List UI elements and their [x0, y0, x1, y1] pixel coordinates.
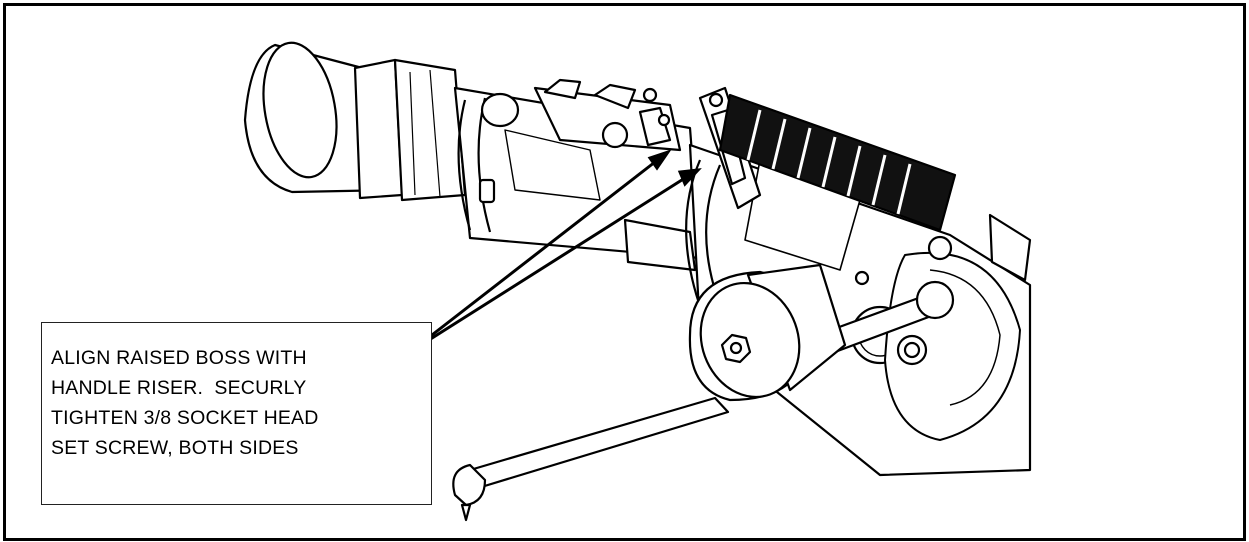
- callout-line-1: ALIGN RAISED BOSS WITH: [51, 347, 307, 369]
- callout-line-4: SET SCREW, BOTH SIDES: [51, 437, 299, 459]
- selector-knob: [688, 263, 847, 402]
- instruction-callout: ALIGN RAISED BOSS WITH HANDLE RISER. SEC…: [41, 322, 432, 505]
- callout-line-3: TIGHTEN 3/8 SOCKET HEAD: [51, 407, 319, 429]
- coupling-cylinder: [243, 41, 467, 202]
- callout-line-2: HANDLE RISER. SECURLY: [51, 377, 307, 399]
- grip: [718, 93, 957, 232]
- top-valve: [533, 78, 682, 152]
- arrow-leader: [409, 149, 702, 354]
- trigger-lever: [452, 396, 730, 522]
